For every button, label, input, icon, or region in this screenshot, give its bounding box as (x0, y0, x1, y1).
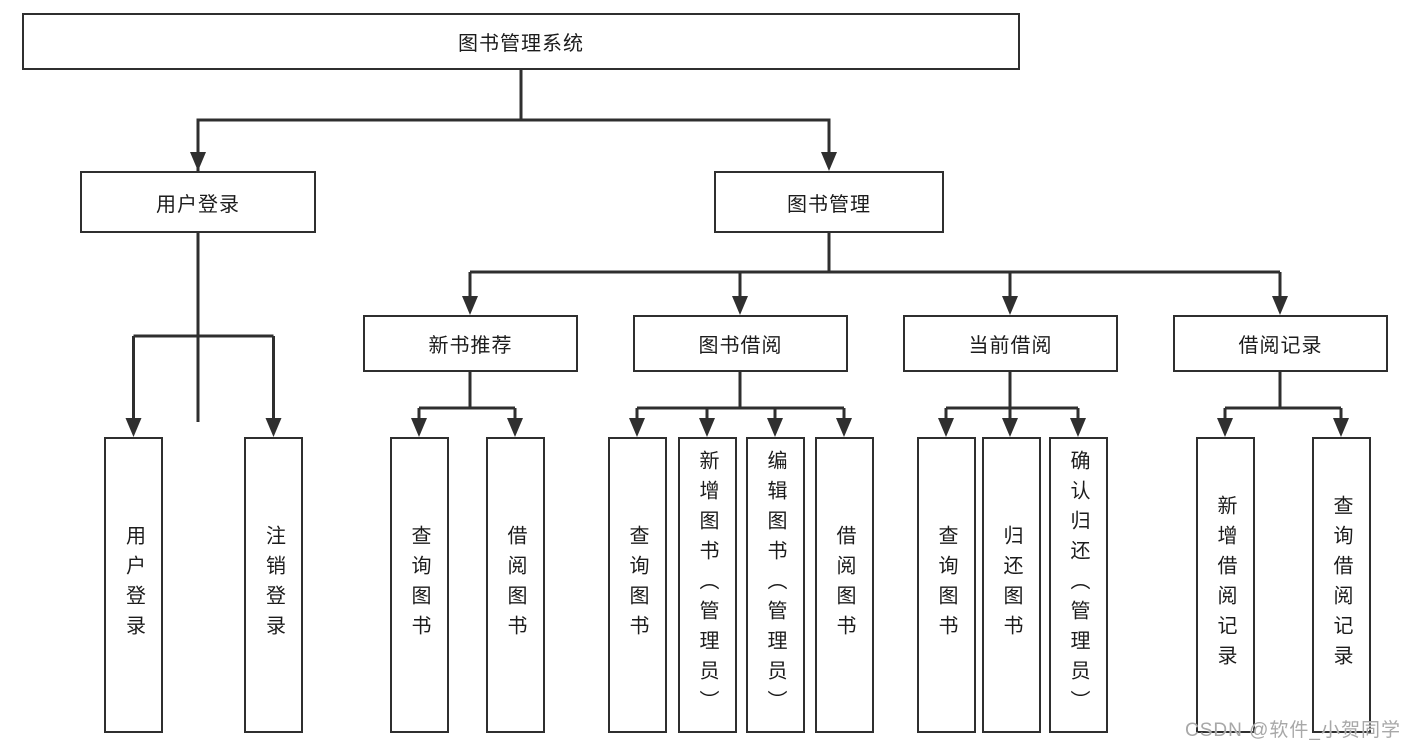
node-library-system: 图书管理系统 (22, 13, 1020, 70)
node-borrowing-records: 借阅记录 (1173, 315, 1388, 372)
node-library-system-label: 图书管理系统 (458, 33, 584, 55)
node-borrowing-records-label: 借阅记录 (1238, 335, 1323, 357)
leaf-user-login-label: 用户登录 (122, 525, 145, 645)
leaf-logout-label: 注销登录 (262, 525, 285, 645)
node-book-borrowing: 图书借阅 (633, 315, 848, 372)
node-user-login-label: 用户登录 (156, 193, 240, 216)
leaf-confirm-return-admin: 确认归还（管理员） (1048, 437, 1108, 733)
leaf-query-books-borrow: 查询图书 (607, 437, 667, 733)
node-book-management-label: 图书管理 (787, 193, 871, 216)
leaf-borrow-books-label: 借阅图书 (833, 525, 855, 645)
node-user-login: 用户登录 (80, 171, 316, 233)
leaf-add-borrow-record-label: 新增借阅记录 (1214, 495, 1236, 675)
leaf-edit-book-admin-label: 编辑图书（管理员） (764, 450, 786, 720)
leaf-query-borrow-record-label: 查询借阅记录 (1330, 495, 1352, 675)
leaf-query-books-current-label: 查询图书 (935, 525, 957, 645)
leaf-add-book-admin: 新增图书（管理员） (677, 437, 737, 733)
leaf-query-books-recommend: 查询图书 (389, 437, 449, 733)
leaf-user-login: 用户登录 (104, 437, 163, 733)
node-new-book-recommend-label: 新书推荐 (428, 335, 513, 357)
leaf-borrow-books-recommend: 借阅图书 (485, 437, 545, 733)
leaf-query-books-recommend-label: 查询图书 (408, 525, 430, 645)
node-book-borrowing-label: 图书借阅 (698, 335, 783, 357)
leaf-logout: 注销登录 (244, 437, 303, 733)
leaf-edit-book-admin: 编辑图书（管理员） (745, 437, 805, 733)
leaf-query-borrow-record: 查询借阅记录 (1311, 437, 1371, 733)
node-current-borrowing-label: 当前借阅 (968, 335, 1053, 357)
leaf-borrow-books: 借阅图书 (814, 437, 874, 733)
leaf-confirm-return-admin-label: 确认归还（管理员） (1067, 450, 1089, 720)
node-new-book-recommend: 新书推荐 (363, 315, 578, 372)
leaf-query-books-current: 查询图书 (916, 437, 976, 733)
leaf-return-book: 归还图书 (981, 437, 1041, 733)
leaf-borrow-books-recommend-label: 借阅图书 (504, 525, 526, 645)
node-book-management: 图书管理 (714, 171, 944, 233)
leaf-return-book-label: 归还图书 (1000, 525, 1022, 645)
csdn-watermark: CSDN @软件_小贺同学 (1185, 720, 1401, 741)
leaf-query-books-borrow-label: 查询图书 (626, 525, 648, 645)
leaf-add-borrow-record: 新增借阅记录 (1195, 437, 1255, 733)
leaf-add-book-admin-label: 新增图书（管理员） (696, 450, 718, 720)
node-current-borrowing: 当前借阅 (903, 315, 1118, 372)
